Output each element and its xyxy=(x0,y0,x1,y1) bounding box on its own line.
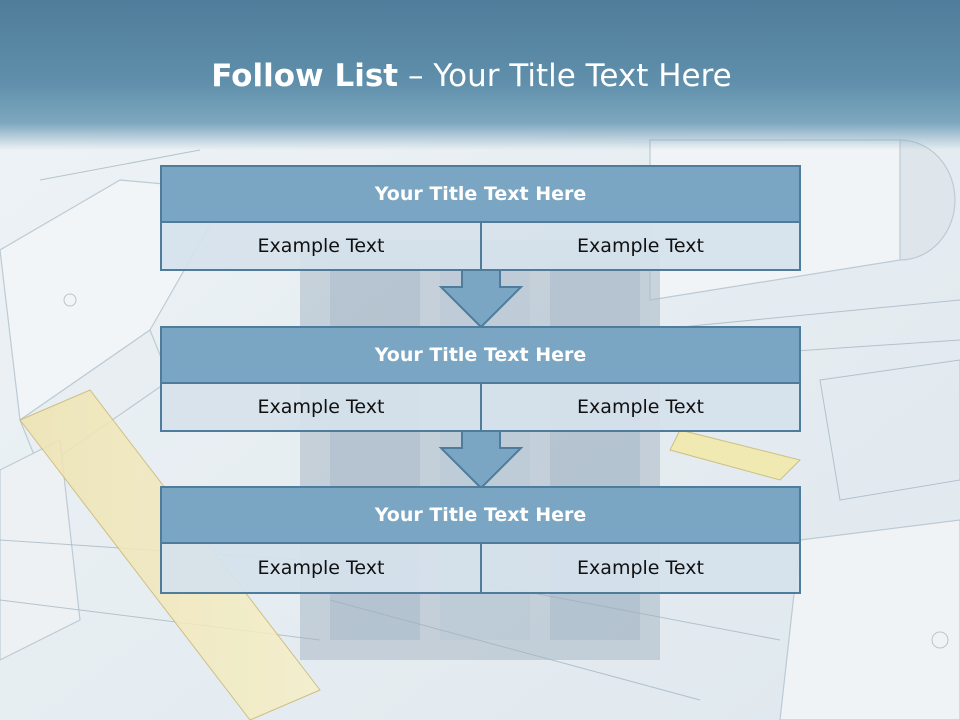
slide-title: Follow List – Your Title Text Here xyxy=(0,56,943,96)
step-text-left: Example Text xyxy=(160,542,482,594)
blueprint-lines xyxy=(0,149,960,701)
down-arrow-icon xyxy=(438,430,524,490)
step-title: Your Title Text Here xyxy=(160,326,801,384)
step-text-right: Example Text xyxy=(480,221,801,271)
slide-header xyxy=(0,0,960,150)
step-text-left: Example Text xyxy=(160,382,482,432)
slide-title-bold: Follow List xyxy=(211,58,399,94)
step-title: Your Title Text Here xyxy=(160,165,801,223)
step-text-left: Example Text xyxy=(160,221,482,271)
step-title: Your Title Text Here xyxy=(160,486,801,544)
slide-title-rest: – Your Title Text Here xyxy=(398,58,732,94)
step-text-right: Example Text xyxy=(480,542,801,594)
step-text-right: Example Text xyxy=(480,382,801,432)
down-arrow-icon xyxy=(438,269,524,329)
